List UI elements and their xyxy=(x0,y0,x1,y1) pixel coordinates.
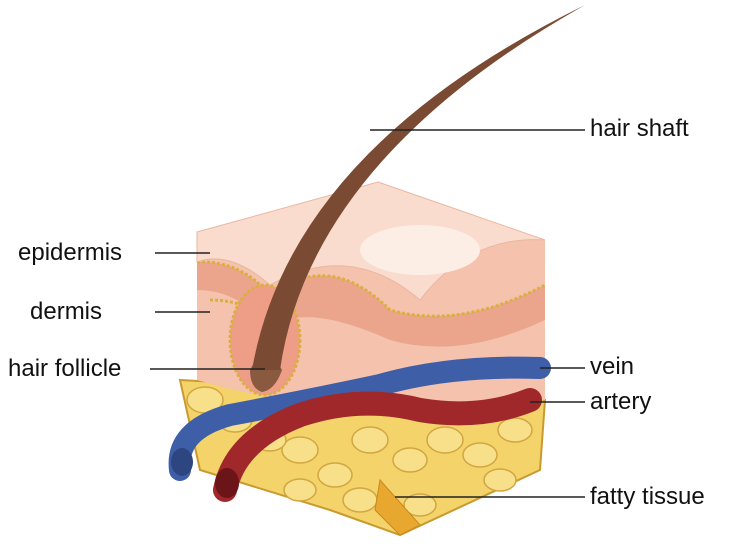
label-hair-follicle: hair follicle xyxy=(8,355,122,382)
leader-lines xyxy=(150,129,585,498)
label-vein: vein xyxy=(590,353,635,380)
label-artery: artery xyxy=(590,388,652,415)
artery xyxy=(213,388,542,502)
label-hair-shaft: hair shaft xyxy=(590,115,689,142)
hair-shaft xyxy=(252,5,585,370)
label-epidermis: epidermis xyxy=(18,239,123,266)
label-fatty-tissue: fatty tissue xyxy=(590,483,705,510)
epidermis-line xyxy=(196,260,546,318)
label-dermis: dermis xyxy=(30,298,103,325)
